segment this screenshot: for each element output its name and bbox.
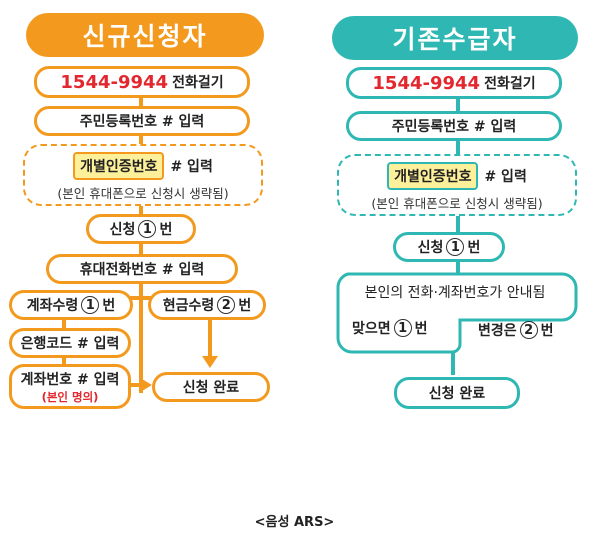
call-step: 1544-9944 전화걸기 xyxy=(346,67,562,99)
change-suffix: 번 xyxy=(540,323,554,339)
cash-prefix: 현금수령 xyxy=(162,298,215,314)
complete-step: 신청 완료 xyxy=(152,372,270,402)
bank-code-step: 은행코드 # 입력 xyxy=(9,328,131,358)
account-suffix: 번 xyxy=(102,298,116,314)
call-label: 전화걸기 xyxy=(172,75,224,91)
apply-step: 신청 1 번 xyxy=(393,232,505,262)
circled-number: 1 xyxy=(81,296,100,314)
phone-number: 1544-9944 xyxy=(372,72,481,94)
apply-suffix: 번 xyxy=(159,222,173,238)
apply-prefix: 신청 xyxy=(417,240,444,256)
circled-number: 2 xyxy=(519,321,538,339)
guidance-step: 본인의 전화·계좌번호가 안내됨 맞으면 1 번 변경은 2 번 xyxy=(332,272,578,354)
circled-number: 2 xyxy=(217,296,236,314)
own-name-note: (본인 명의) xyxy=(41,389,99,404)
resident-id-label: 주민등록번호 # 입력 xyxy=(79,114,205,130)
personal-cert-note: (본인 휴대폰으로 신청시 생략됨) xyxy=(371,196,543,211)
flow-connector xyxy=(62,296,212,300)
flow-connector xyxy=(126,383,144,387)
correct-prefix: 맞으면 xyxy=(352,321,391,337)
call-step: 1544-9944 전화걸기 xyxy=(34,66,250,98)
cash-suffix: 번 xyxy=(238,298,252,314)
personal-cert-suffix: # 입력 xyxy=(170,159,213,175)
personal-cert-highlight: 개별인증번호 xyxy=(387,162,479,190)
apply-suffix: 번 xyxy=(467,240,481,256)
account-option: 계좌수령 1 번 xyxy=(9,290,133,320)
arrow-head xyxy=(142,379,152,391)
complete-label: 신청 완료 xyxy=(428,386,486,402)
header-title: 신규신청자 xyxy=(82,22,208,51)
guidance-text: 본인의 전화·계좌번호가 안내됨 xyxy=(364,285,546,301)
bank-code-label: 은행코드 # 입력 xyxy=(20,336,120,352)
cash-option: 현금수령 2 번 xyxy=(148,290,266,320)
change-prefix: 변경은 xyxy=(478,323,517,339)
arrow-head xyxy=(202,356,218,368)
correct-suffix: 번 xyxy=(414,321,428,337)
personal-cert-note: (본인 휴대폰으로 신청시 생략됨) xyxy=(57,186,229,201)
personal-cert-suffix: # 입력 xyxy=(484,169,527,185)
phone-number: 1544-9944 xyxy=(60,71,169,93)
apply-prefix: 신청 xyxy=(109,222,136,238)
flow-connector xyxy=(208,296,212,358)
personal-cert-step: 개별인증번호 # 입력 (본인 휴대폰으로 신청시 생략됨) xyxy=(337,154,577,216)
existing-recipient-header: 기존수급자 xyxy=(332,16,578,60)
call-label: 전화걸기 xyxy=(484,76,536,92)
correct-option: 맞으면 1 번 xyxy=(352,318,428,338)
account-prefix: 계좌수령 xyxy=(26,298,79,314)
resident-id-label: 주민등록번호 # 입력 xyxy=(391,119,517,135)
resident-id-step: 주민등록번호 # 입력 xyxy=(34,106,250,136)
personal-cert-highlight: 개별인증번호 xyxy=(73,152,165,180)
complete-label: 신청 완료 xyxy=(182,380,240,396)
circled-number: 1 xyxy=(446,238,465,256)
header-title: 기존수급자 xyxy=(392,25,518,54)
circled-number: 1 xyxy=(138,220,157,238)
account-number-step: 계좌번호 # 입력 (본인 명의) xyxy=(9,364,131,409)
apply-step: 신청 1 번 xyxy=(86,214,196,244)
new-applicant-header: 신규신청자 xyxy=(26,13,264,57)
circled-number: 1 xyxy=(393,319,412,337)
mobile-label: 휴대전화번호 # 입력 xyxy=(79,262,205,278)
resident-id-step: 주민등록번호 # 입력 xyxy=(346,111,562,141)
change-option: 변경은 2 번 xyxy=(478,320,554,340)
flow-connector xyxy=(451,340,455,375)
mobile-step: 휴대전화번호 # 입력 xyxy=(46,254,238,284)
account-number-label: 계좌번호 # 입력 xyxy=(20,371,120,388)
personal-cert-step: 개별인증번호 # 입력 (본인 휴대폰으로 신청시 생략됨) xyxy=(23,144,263,206)
caption: <음성 ARS> xyxy=(254,515,335,530)
complete-step: 신청 완료 xyxy=(394,377,520,409)
